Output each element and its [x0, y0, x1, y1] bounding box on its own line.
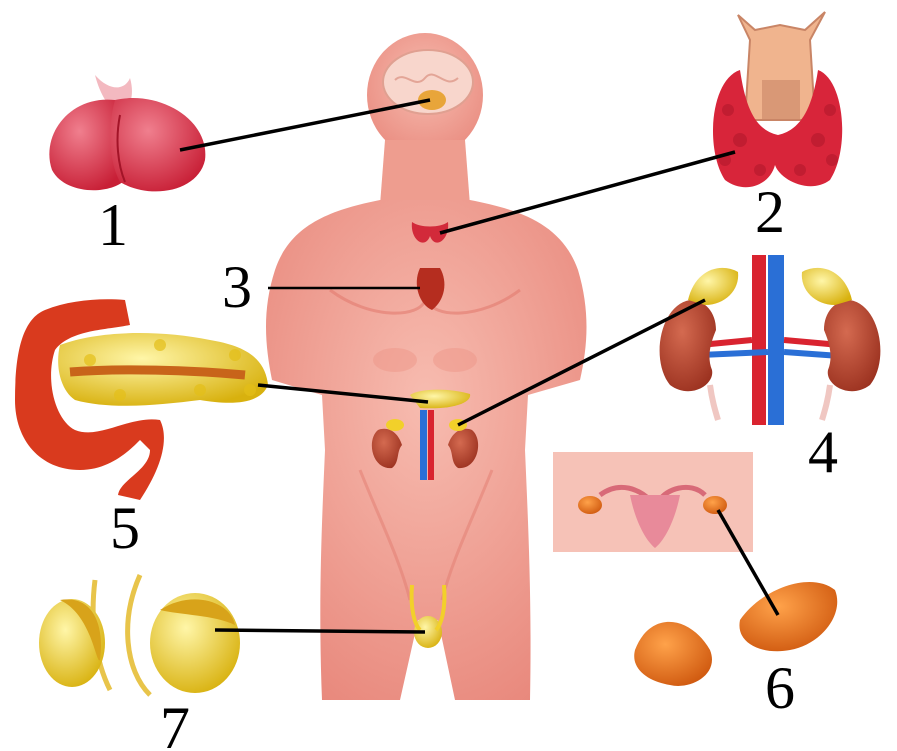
label-1: 1: [98, 192, 128, 258]
pancreas-illustration: [15, 299, 268, 500]
thyroid-gland-illustration: [713, 12, 842, 187]
human-body: [266, 33, 587, 700]
label-6: 6: [765, 655, 795, 721]
label-7: 7: [160, 695, 190, 751]
ovaries-illustration: [553, 452, 837, 686]
label-5: 5: [110, 495, 140, 561]
leader-line-2: [440, 152, 735, 233]
adrenal-kidney-illustration: [660, 255, 881, 425]
label-2: 2: [755, 179, 785, 245]
label-4: 4: [808, 419, 838, 485]
leader-line-7: [215, 630, 425, 632]
label-3: 3: [222, 254, 252, 320]
pituitary-gland-illustration: [49, 75, 205, 191]
testes-illustration: [39, 575, 240, 695]
